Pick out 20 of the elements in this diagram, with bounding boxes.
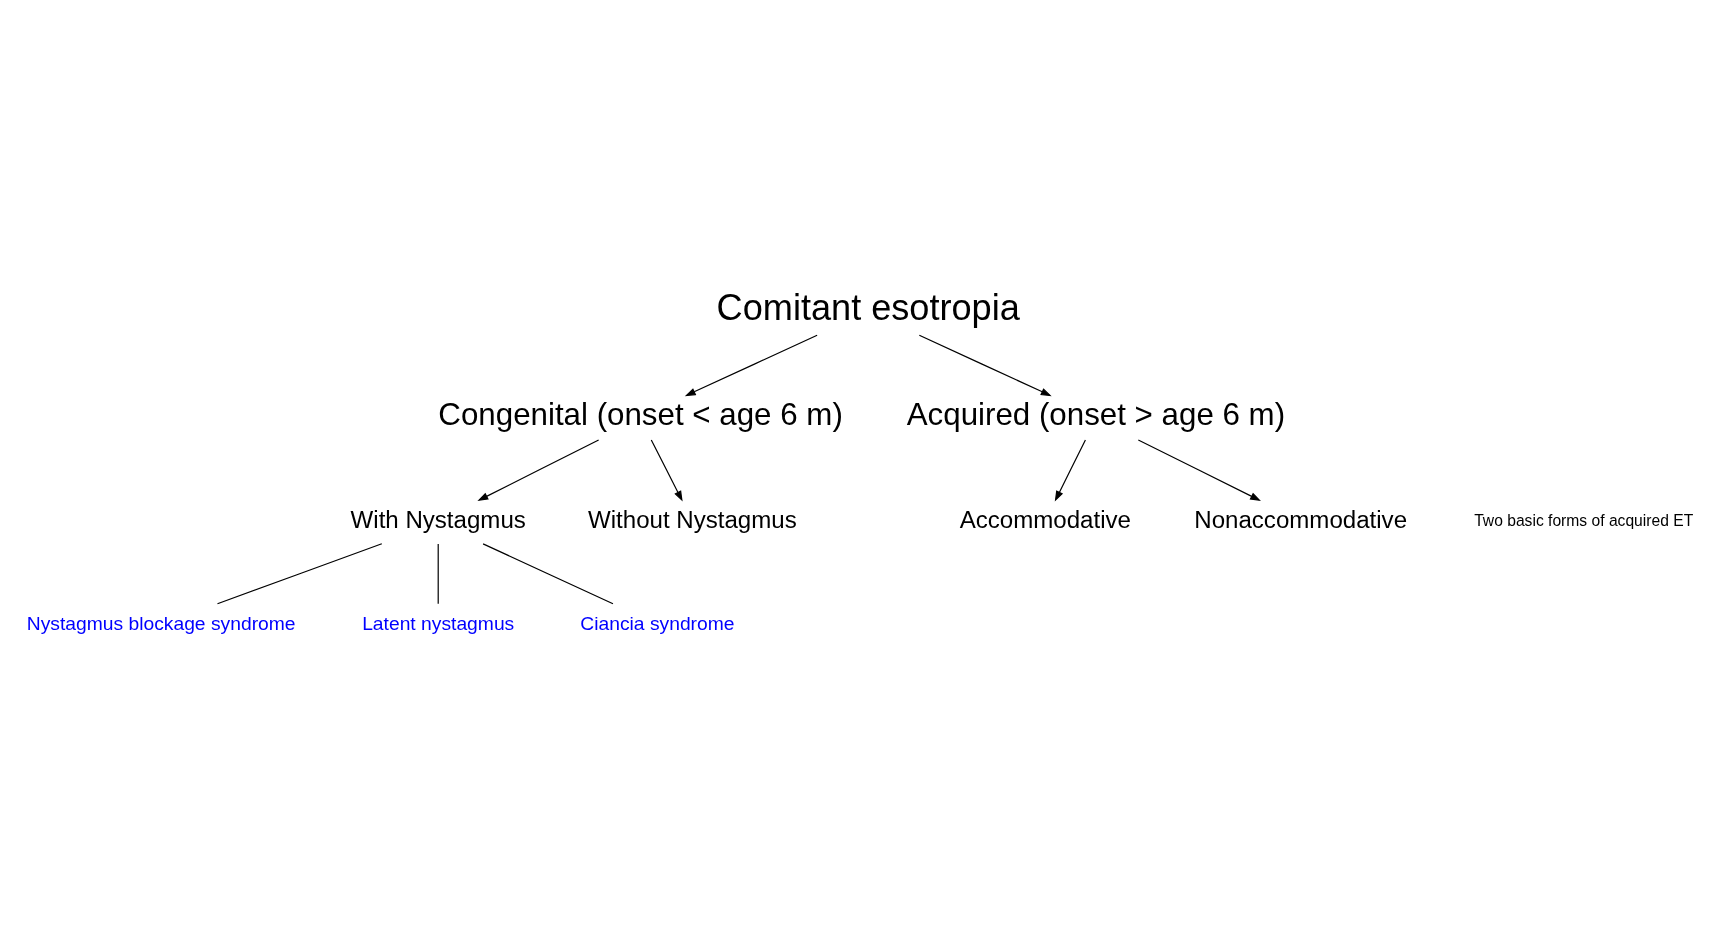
arrow <box>1137 438 1261 501</box>
connector <box>216 542 383 604</box>
node-text: Comitant esotropia <box>716 286 1020 328</box>
arrow <box>1054 438 1086 502</box>
label: Two basic forms of acquired ET <box>1474 511 1694 529</box>
connector <box>482 542 614 604</box>
connector <box>437 542 439 604</box>
arrow <box>650 438 683 502</box>
node-text: Acquired (onset > age 6 m) <box>906 396 1286 432</box>
node-text: Nystagmus blockage syndrome <box>26 612 296 634</box>
node-text: Without Nystagmus <box>587 505 797 533</box>
arrow <box>477 438 600 501</box>
node-text: Nonaccommodative <box>1194 505 1408 533</box>
arrow <box>918 334 1052 396</box>
arrow <box>684 334 818 396</box>
node-text: Accommodative <box>959 505 1131 533</box>
node-text: Congenital (onset < age 6 m) <box>438 396 843 432</box>
node-text: Ciancia syndrome <box>580 612 735 634</box>
node-text: With Nystagmus <box>350 505 526 533</box>
node-text: Latent nystagmus <box>362 612 515 634</box>
